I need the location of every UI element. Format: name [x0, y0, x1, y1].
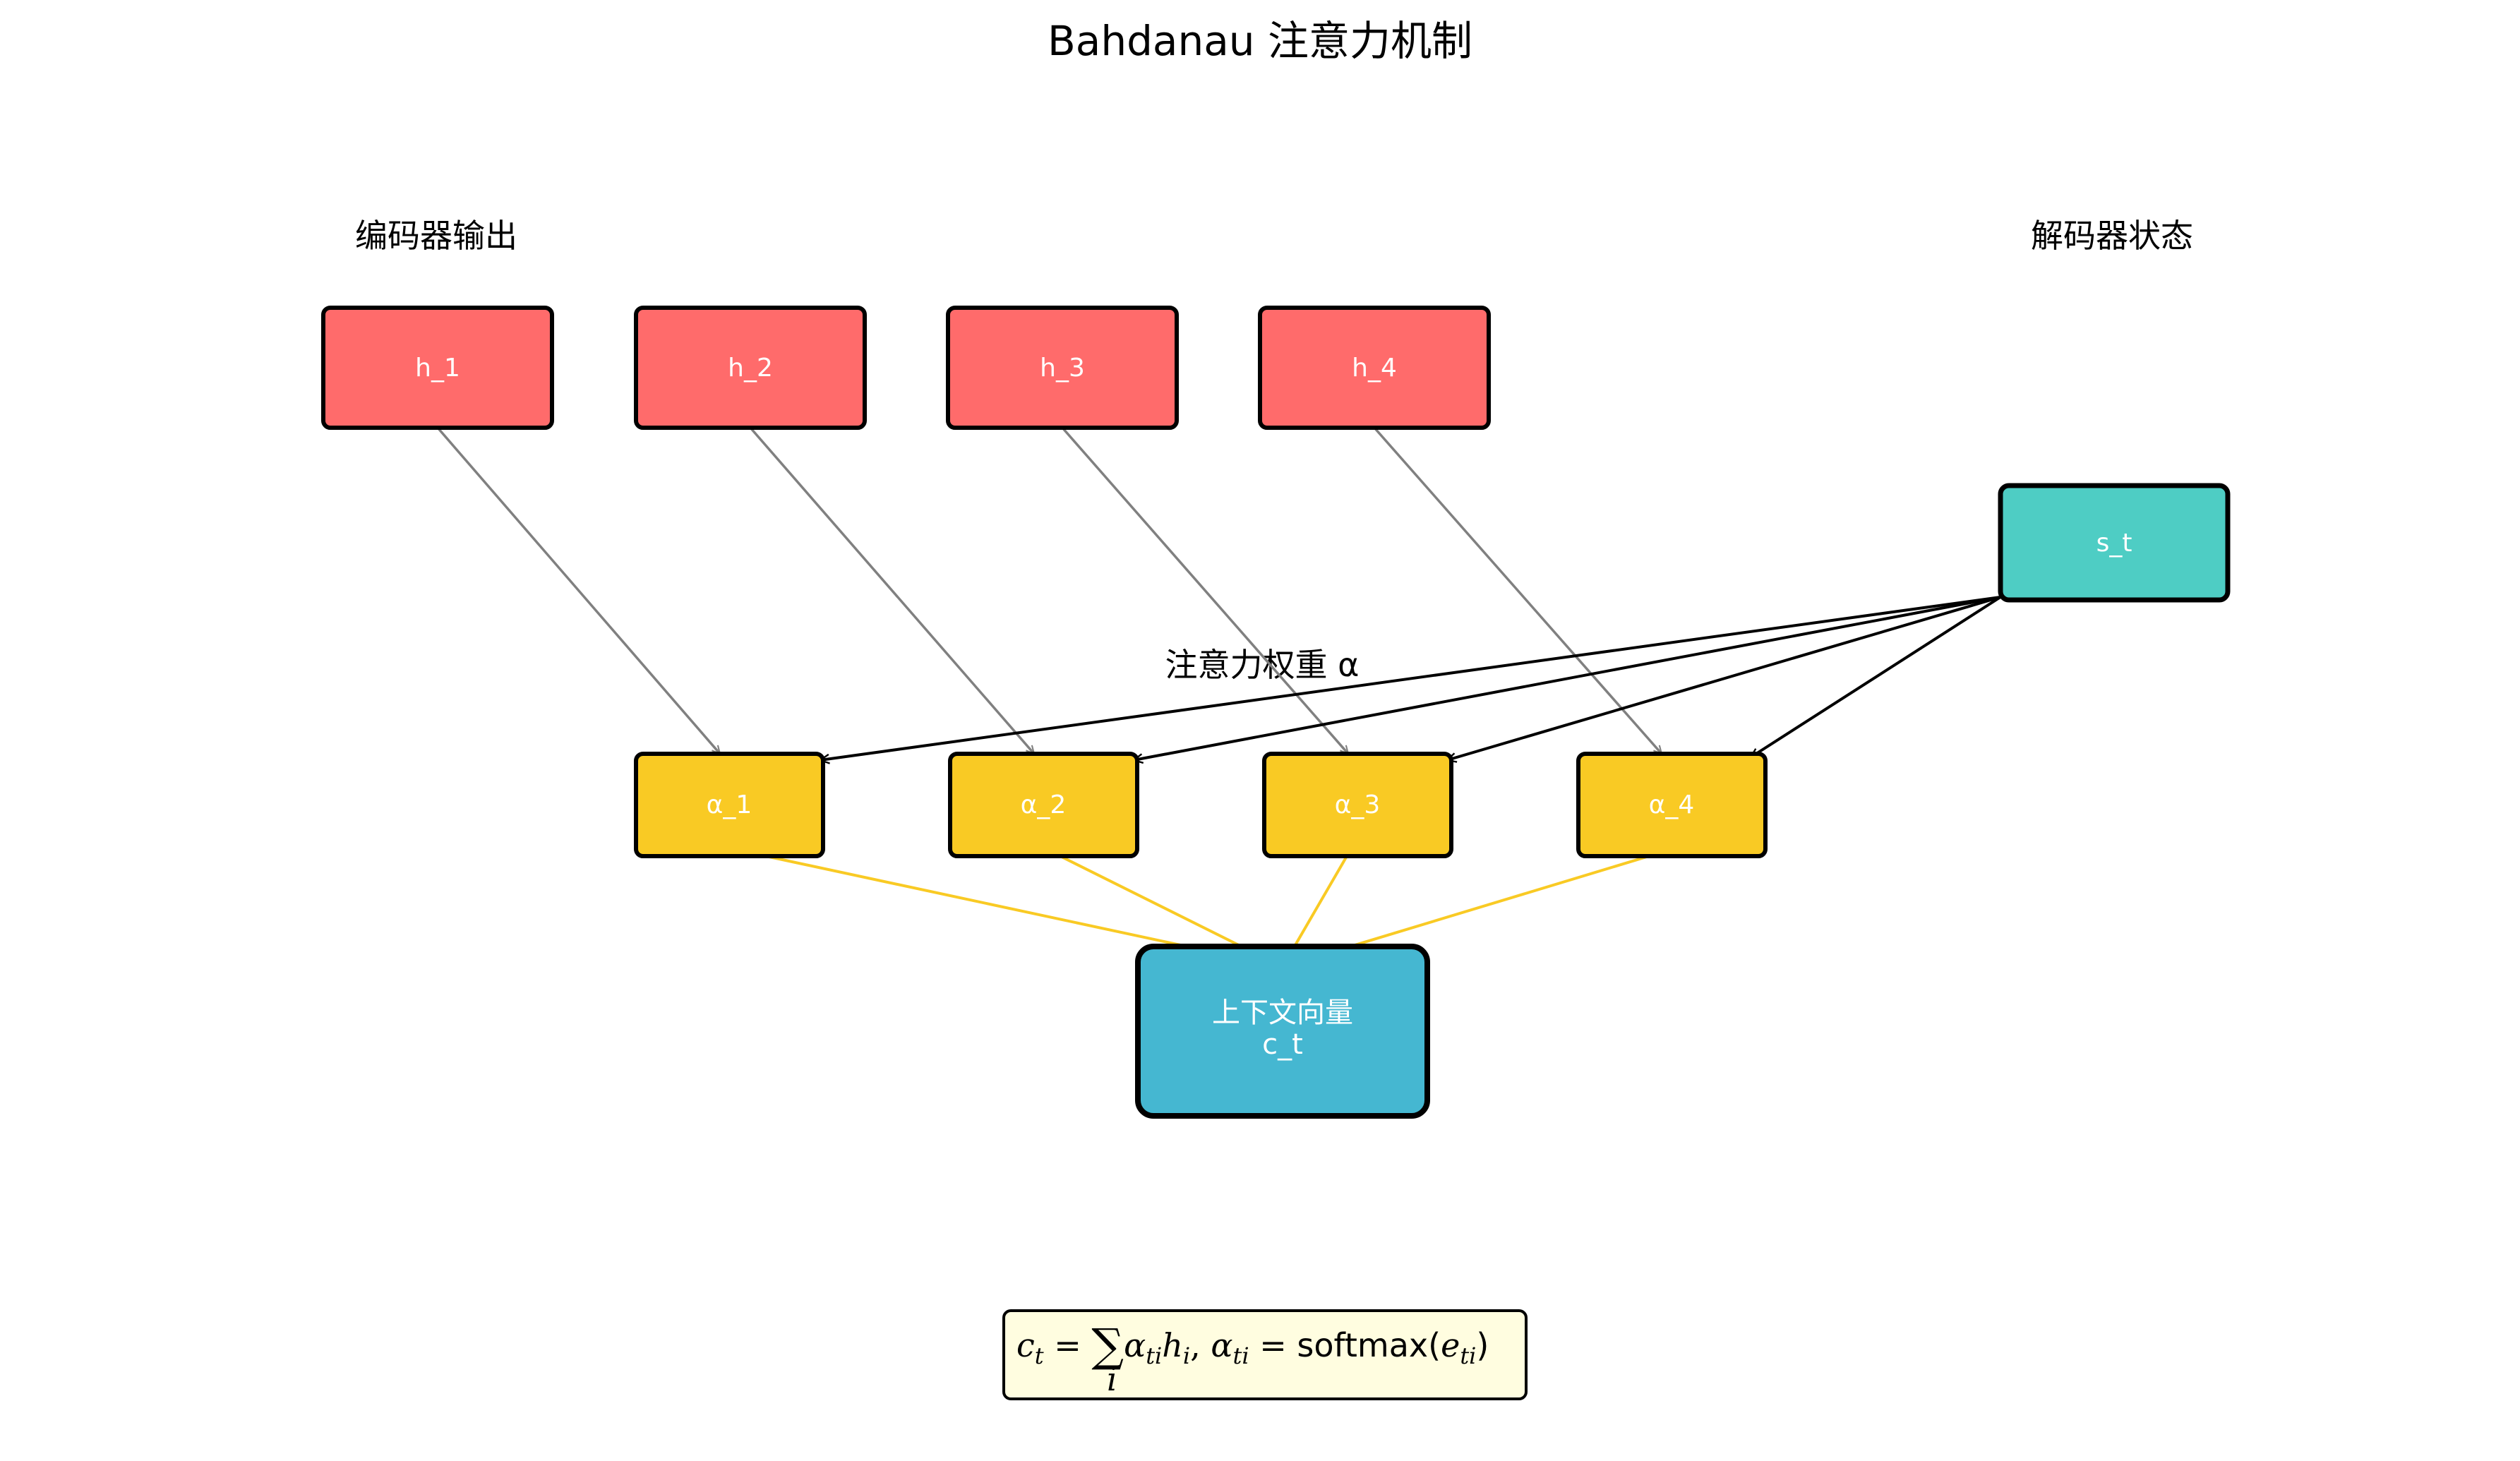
attention-node-label: α_3 — [1335, 790, 1381, 819]
context-node-ct: 上下文向量 c_t — [1135, 944, 1430, 1119]
formula-sum-index: i — [1107, 1360, 1117, 1398]
arrow-encoder-2 — [749, 426, 1034, 754]
arrow-decoder-2 — [1134, 596, 2001, 760]
attention-weights-label: 注意力权重 α — [1165, 646, 1360, 684]
arrow-decoder-1 — [820, 596, 2001, 760]
encoder-node-label: h_3 — [1040, 354, 1085, 383]
context-node-symbol: c_t — [1262, 1028, 1303, 1061]
edges — [436, 426, 2002, 967]
attention-node-label: α_1 — [707, 790, 752, 819]
encoder-node-label: h_4 — [1352, 354, 1397, 383]
arrow-decoder-3 — [1447, 596, 2001, 760]
encoder-node-h2: h_2 — [634, 306, 867, 430]
encoder-node-h4: h_4 — [1258, 306, 1491, 430]
encoder-node-label: h_1 — [415, 354, 460, 383]
attention-node-a3: α_3 — [1262, 752, 1453, 858]
diagram-title: Bahdanau 注意力机制 — [1048, 17, 1472, 65]
formula-text: ct = ∑αtihi, αti = softmax(eti) — [1016, 1320, 1489, 1372]
attention-node-a2: α_2 — [948, 752, 1139, 858]
attention-node-a4: α_4 — [1576, 752, 1768, 858]
arrow-encoder-3 — [1061, 426, 1348, 754]
attention-node-label: α_2 — [1021, 790, 1067, 819]
decoder-state-label: 解码器状态 — [2031, 217, 2193, 255]
context-node-title: 上下文向量 — [1212, 997, 1353, 1029]
arrow-decoder-4 — [1751, 596, 2002, 759]
encoder-node-h3: h_3 — [946, 306, 1179, 430]
arrow-encoder-1 — [436, 426, 720, 754]
encoder-node-label: h_2 — [728, 354, 773, 383]
decoder-node-st: s_t — [1998, 483, 2231, 603]
decoder-node-label: s_t — [2096, 529, 2132, 558]
attention-node-label: α_4 — [1649, 790, 1695, 819]
arrow-encoder-4 — [1373, 426, 1662, 754]
encoder-node-h1: h_1 — [321, 306, 554, 430]
attention-node-a1: α_1 — [634, 752, 825, 858]
formula-box: ct = ∑αtihi, αti = softmax(eti) i — [1002, 1309, 1528, 1400]
encoder-output-label: 编码器输出 — [355, 217, 517, 255]
